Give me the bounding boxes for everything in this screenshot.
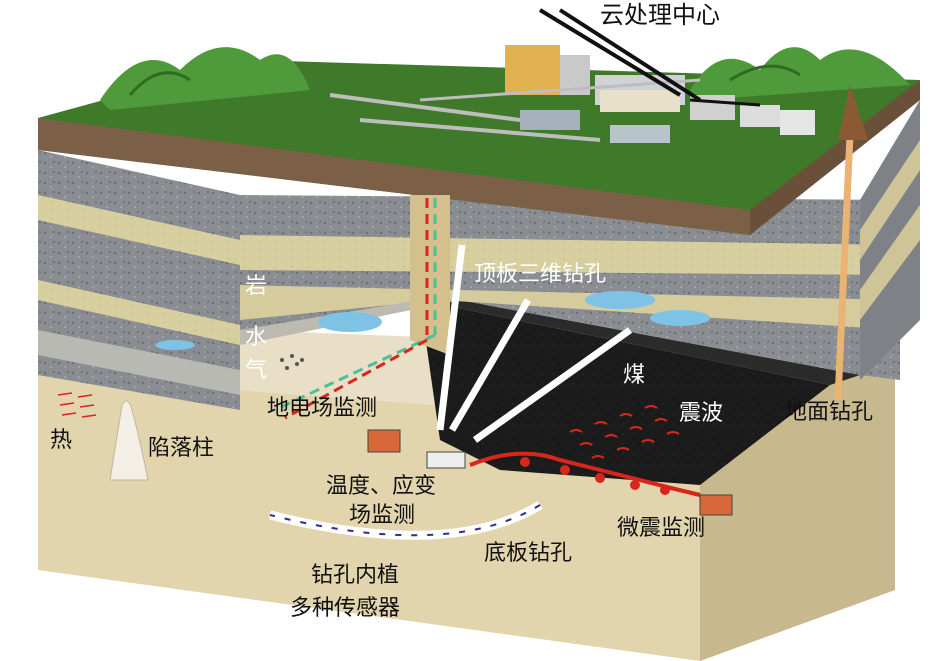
floor-borehole-sensor-cable bbox=[269, 504, 541, 537]
label-embedded-sensors-line1: 钻孔内植 bbox=[311, 563, 400, 588]
seismic-wave-marks bbox=[569, 405, 680, 459]
surface-facility bbox=[329, 8, 815, 143]
microseismic-geophones bbox=[520, 457, 670, 495]
gas-dots bbox=[280, 354, 304, 370]
label-rock: 岩 bbox=[245, 274, 268, 299]
label-cloud-center: 云处理中心 bbox=[600, 1, 720, 29]
label-geoelectric-monitoring: 地电场监测 bbox=[267, 396, 378, 421]
label-water: 水 bbox=[245, 325, 268, 350]
label-seismic-wave: 震波 bbox=[679, 401, 724, 426]
mountains bbox=[100, 47, 910, 110]
label-temp-strain-line1: 温度、应变 bbox=[326, 474, 437, 499]
label-coal: 煤 bbox=[623, 363, 646, 388]
coal-seam-top bbox=[420, 300, 860, 385]
coal-seam-face bbox=[420, 300, 830, 485]
surface-borehole-pipe bbox=[834, 134, 854, 401]
collapse-column bbox=[109, 400, 149, 481]
label-roof-3d-borehole: 顶板三维钻孔 bbox=[474, 262, 607, 287]
label-gas: 气 bbox=[245, 358, 268, 383]
temp-strain-monitor-box bbox=[426, 451, 466, 469]
label-surface-borehole: 地面钻孔 bbox=[785, 400, 874, 425]
geoelectric-cable-red bbox=[284, 338, 428, 420]
microseismic-monitor-box bbox=[699, 494, 733, 516]
label-heat: 热 bbox=[50, 428, 73, 453]
strata-block bbox=[38, 100, 920, 410]
label-collapse-column: 陷落柱 bbox=[148, 436, 215, 461]
surface-borehole-rig bbox=[838, 85, 868, 140]
label-floor-borehole: 底板钻孔 bbox=[484, 541, 573, 566]
water-pockets bbox=[155, 291, 710, 350]
label-embedded-sensors-line2: 多种传感器 bbox=[290, 596, 401, 621]
roof-boreholes bbox=[436, 244, 633, 443]
label-temp-strain-line2: 场监测 bbox=[349, 503, 416, 528]
geoelectric-monitor-box bbox=[367, 429, 401, 453]
mine-shaft bbox=[410, 195, 450, 355]
geoelectric-cable-green bbox=[274, 333, 436, 412]
label-microseismic-monitoring: 微震监测 bbox=[617, 516, 706, 541]
heat-marks bbox=[57, 392, 97, 418]
